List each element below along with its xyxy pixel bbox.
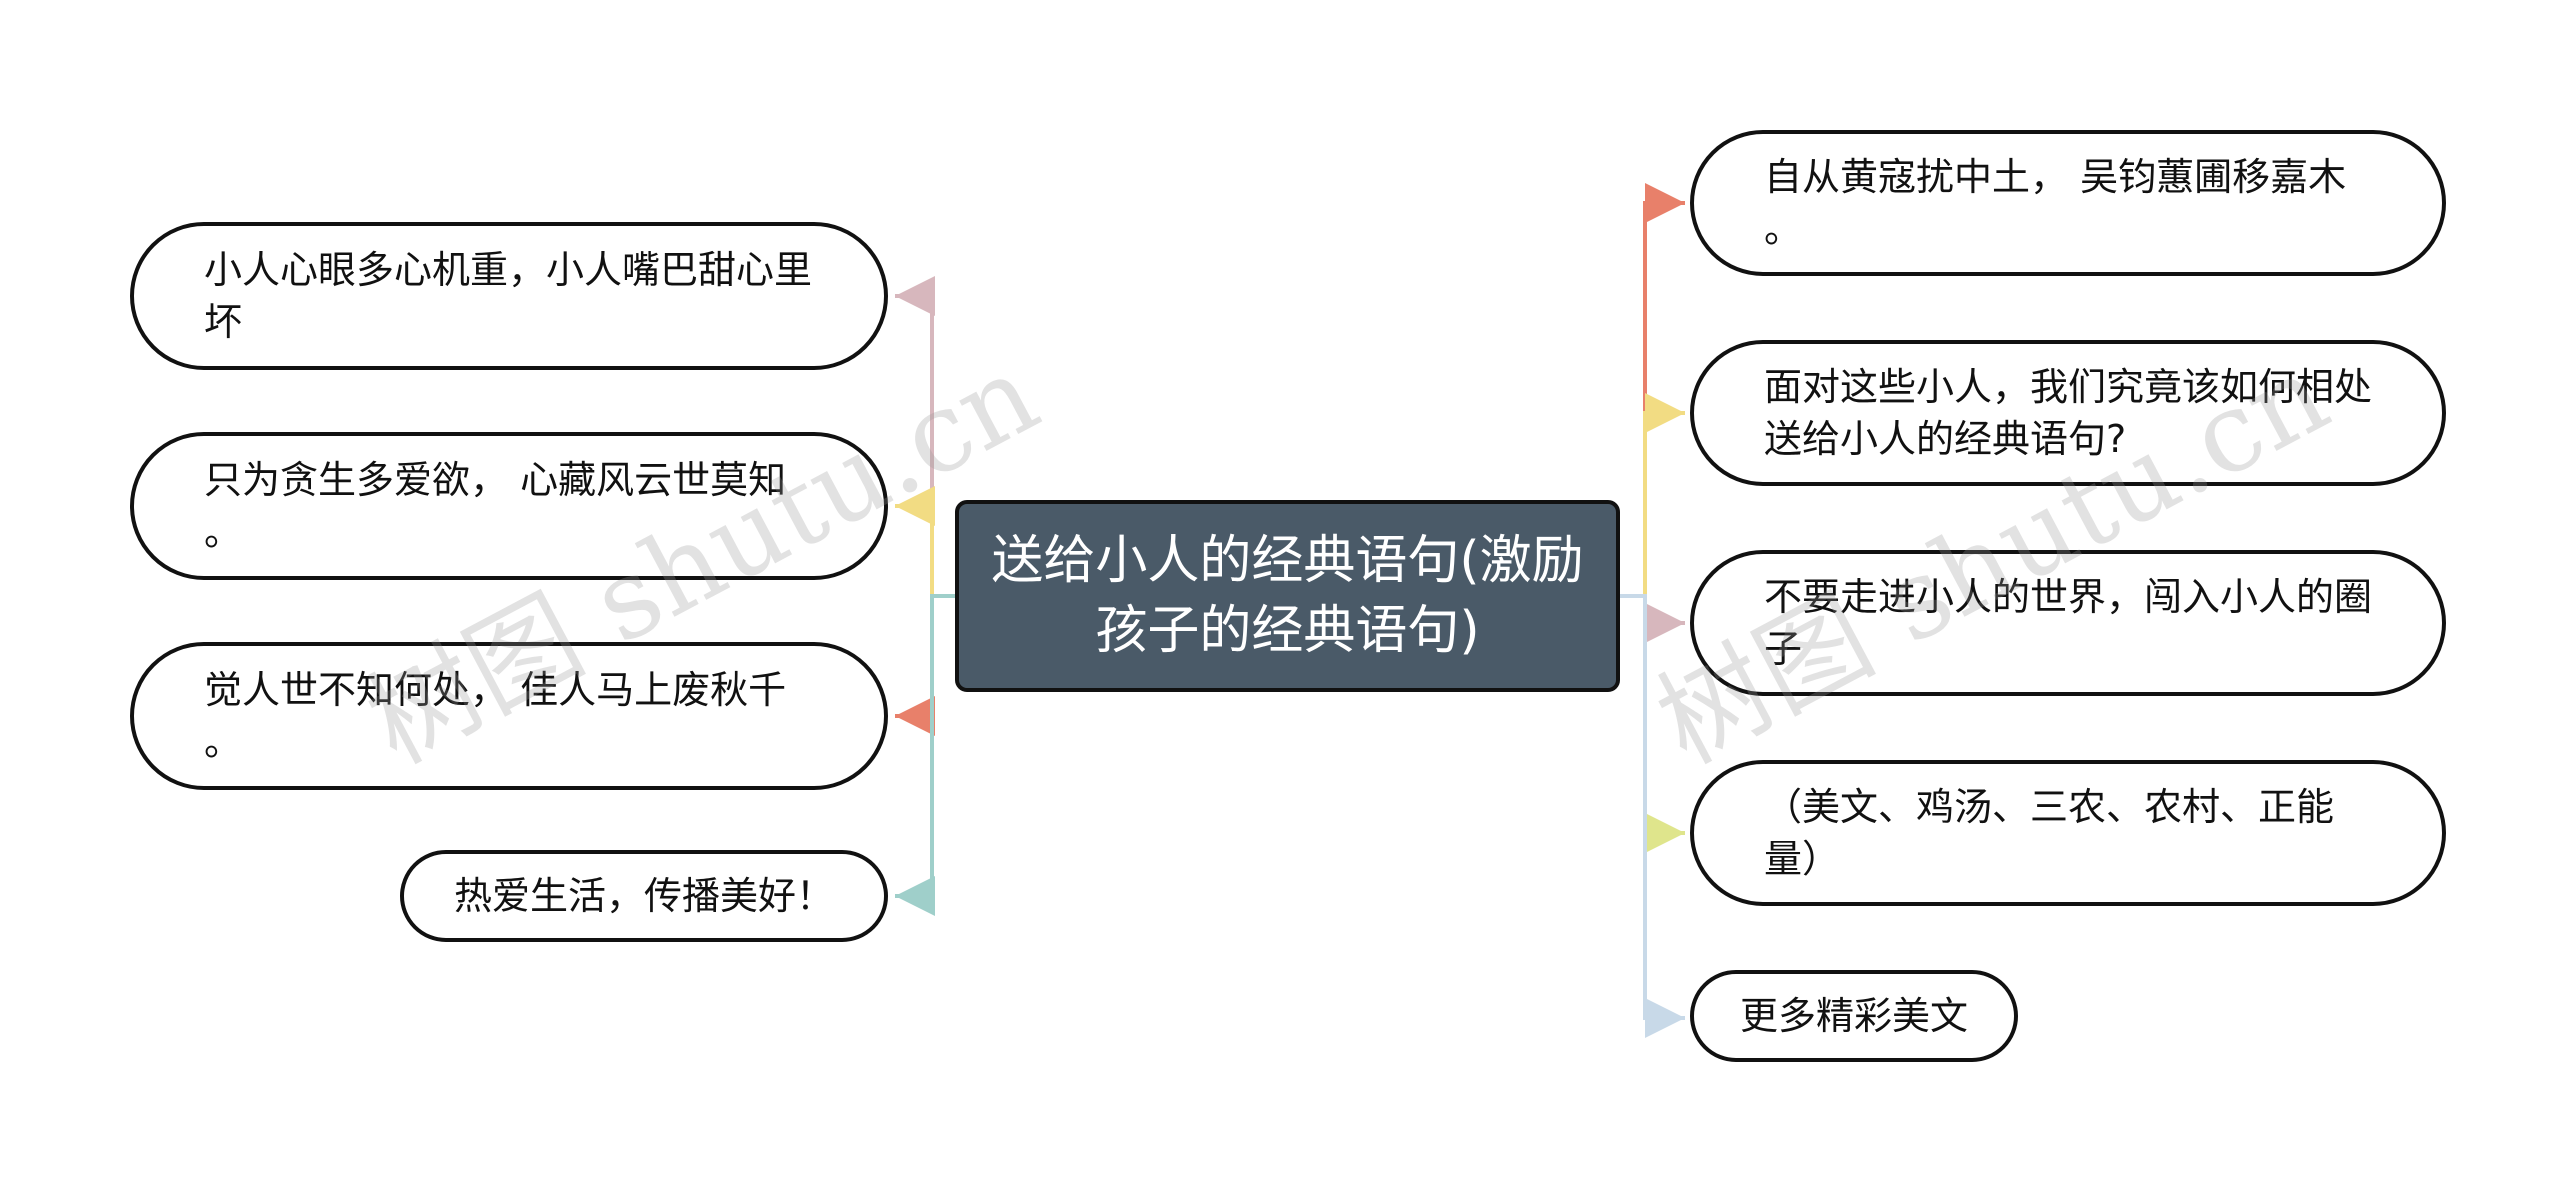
left-topic-1-label: 小人心眼多心机重，小人嘴巴甜心里坏: [204, 248, 813, 344]
right-topic-2-label: 面对这些小人，我们究竟该如何相处送给小人的经典语句?: [1764, 365, 2373, 461]
link-right-5: [1620, 594, 1685, 1038]
link-right-4: [1620, 594, 1685, 853]
link-left-3: [895, 594, 955, 736]
link-left-2: [895, 486, 955, 598]
right-topic-1-label: 自从黄寇扰中土， 吴钧蕙圃移嘉木 。: [1764, 155, 2347, 251]
link-left-4: [895, 594, 955, 916]
link-right-1: [1620, 183, 1685, 598]
right-topic-4-label: （美文、鸡汤、三农、农村、正能量）: [1764, 785, 2335, 881]
root-topic-label: 送给小人的经典语句(激励孩子的经典语句): [991, 531, 1584, 661]
right-topic-3-label: 不要走进小人的世界，闯入小人的圈子: [1764, 575, 2373, 671]
left-topic-4[interactable]: 热爱生活，传播美好！: [400, 850, 888, 942]
left-topic-3[interactable]: 觉人世不知何处， 佳人马上废秋千 。: [130, 642, 888, 790]
left-topic-1[interactable]: 小人心眼多心机重，小人嘴巴甜心里坏: [130, 222, 888, 370]
right-topic-1[interactable]: 自从黄寇扰中土， 吴钧蕙圃移嘉木 。: [1690, 130, 2446, 276]
right-topic-2[interactable]: 面对这些小人，我们究竟该如何相处送给小人的经典语句?: [1690, 340, 2446, 486]
link-right-3: [1620, 594, 1685, 643]
left-topic-4-label: 热爱生活，传播美好！: [453, 874, 834, 918]
link-right-2: [1620, 393, 1685, 598]
right-topic-3[interactable]: 不要走进小人的世界，闯入小人的圈子: [1690, 550, 2446, 696]
left-topic-2[interactable]: 只为贪生多爱欲， 心藏风云世莫知 。: [130, 432, 888, 580]
right-topic-5[interactable]: 更多精彩美文: [1690, 970, 2018, 1062]
root-topic[interactable]: 送给小人的经典语句(激励孩子的经典语句): [955, 500, 1620, 692]
left-topic-3-label: 觉人世不知何处， 佳人马上废秋千 。: [204, 668, 787, 764]
right-topic-4[interactable]: （美文、鸡汤、三农、农村、正能量）: [1690, 760, 2446, 906]
right-topic-5-label: 更多精彩美文: [1739, 994, 1968, 1038]
left-topic-2-label: 只为贪生多爱欲， 心藏风云世莫知 。: [204, 458, 787, 554]
link-left-1: [895, 276, 955, 598]
